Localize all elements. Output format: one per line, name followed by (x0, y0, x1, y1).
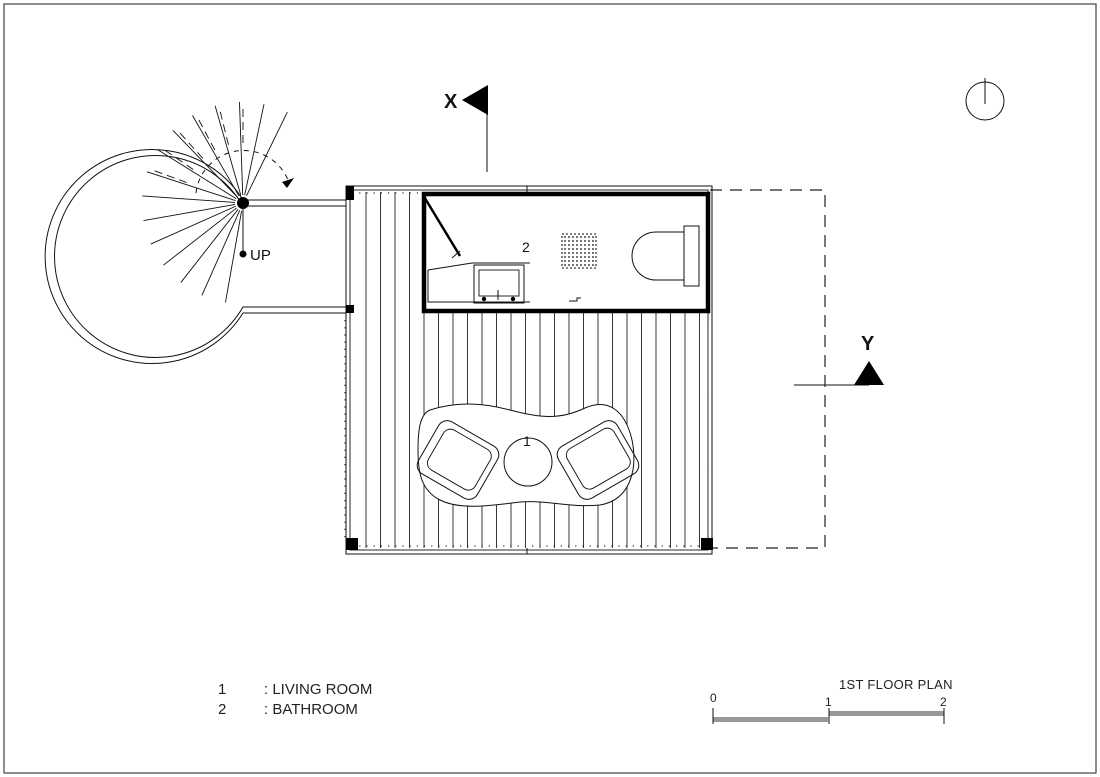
legend-name: : LIVING ROOM (264, 681, 373, 698)
section-marker-icon (854, 361, 884, 385)
section-label-x: X (444, 91, 458, 113)
room-tag-living-room: 1 (523, 433, 531, 449)
bathroom-door[interactable] (421, 194, 462, 257)
toilet-icon (631, 225, 700, 287)
section-label-y: Y (861, 333, 875, 355)
section-marker-y: Y (794, 333, 884, 386)
sheet-frame (3, 3, 1097, 774)
spiral-stair-icon: UP (44, 102, 346, 364)
bathroom: 2 (421, 191, 711, 314)
scale-tick-2: 2 (940, 695, 947, 709)
sink-icon (473, 264, 525, 304)
armchair-icon (416, 420, 500, 500)
section-marker-icon (462, 85, 488, 115)
legend-number: 1 (218, 681, 227, 698)
living-room: 1 (416, 403, 640, 507)
north-arrow-icon (965, 78, 1005, 121)
legend-name: : BATHROOM (264, 701, 358, 718)
legend: 1 : LIVING ROOM 2 : BATHROOM (218, 681, 418, 725)
legend-row: 2 : BATHROOM (218, 701, 418, 721)
scale-tick-1: 1 (825, 695, 832, 709)
room-tag-bathroom: 2 (522, 239, 530, 255)
table-icon (503, 437, 553, 487)
plan-title: 1ST FLOOR PLAN (839, 677, 953, 692)
stair-up-label: UP (250, 247, 271, 264)
scale-tick-0: 0 (710, 691, 717, 705)
dashed-outline (710, 189, 826, 549)
armchair-icon (556, 420, 640, 500)
legend-number: 2 (218, 701, 227, 718)
shower-drain-icon (561, 233, 597, 269)
legend-row: 1 : LIVING ROOM (218, 681, 418, 701)
scale-bar (712, 708, 945, 724)
section-marker-x: X (444, 85, 488, 172)
